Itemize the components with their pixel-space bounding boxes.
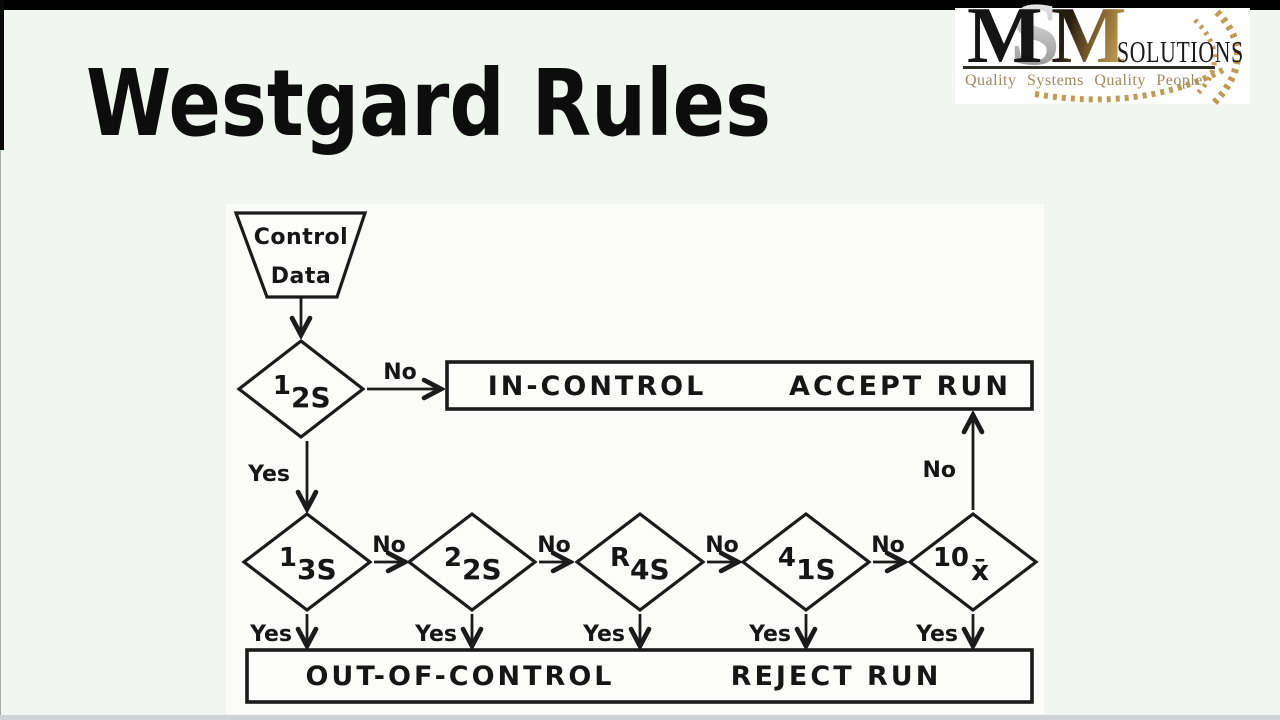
- label-yes-r4s: Yes: [582, 622, 625, 647]
- decision-13s-lead: 1: [279, 543, 297, 573]
- decision-12s-sub: 2S: [291, 381, 331, 414]
- decision-12s-shape: [236, 338, 366, 440]
- start-label-line2: Data: [271, 264, 331, 289]
- logo-solutions-wordmark: SOLUTIONS: [1117, 34, 1244, 69]
- start-label-line1: Control: [254, 225, 348, 250]
- decision-22s-sub: 2S: [462, 553, 502, 586]
- decision-12s-lead: 1: [273, 371, 291, 401]
- logo-letter-m2: M: [1051, 0, 1127, 76]
- laurel-outer-arc: [1210, 9, 1241, 107]
- logo-tagline: Quality Systems Quality People: [965, 72, 1203, 89]
- label-no-r4s: No: [705, 533, 739, 558]
- left-letterbox-strip: [0, 0, 4, 150]
- logo-letter-m1: M: [967, 0, 1043, 80]
- label-no-13s: No: [372, 533, 406, 558]
- decision-10x-lead: 10: [933, 543, 969, 573]
- laurel-icon: [1034, 9, 1241, 107]
- msm-solutions-logo: M S M SOLUTIONS Quality Systems Quality …: [955, 0, 1250, 107]
- label-yes-10x: Yes: [915, 622, 958, 647]
- start-trapezoid: [233, 211, 368, 299]
- top-letterbox-bar: [0, 0, 1280, 10]
- left-edge-line: [0, 0, 1, 720]
- decision-22s-shape: [406, 511, 538, 613]
- label-yes-22s: Yes: [414, 622, 457, 647]
- decision-41s-shape: [740, 511, 872, 613]
- bottom-edge-bar: [0, 715, 1280, 720]
- decision-22s-lead: 2: [444, 543, 462, 573]
- label-no-41s: No: [871, 533, 905, 558]
- reject-box: [245, 648, 1034, 704]
- decision-r4s-lead: R: [610, 543, 630, 573]
- decision-10x-shape: [907, 511, 1039, 613]
- accept-action-label: ACCEPT RUN: [789, 371, 1011, 402]
- decision-r4s-sub: 4S: [630, 553, 670, 586]
- page-title: Westgard Rules: [86, 50, 772, 157]
- label-no-10x: No: [922, 458, 956, 483]
- decision-r4s-shape: [574, 511, 706, 613]
- accept-box: [445, 360, 1034, 411]
- decision-41s-lead: 4: [778, 543, 796, 573]
- label-no-12s: No: [383, 360, 417, 385]
- decision-13s-sub: 3S: [297, 553, 337, 586]
- label-yes-12s: Yes: [247, 462, 290, 487]
- decision-10x-sub: x̄: [971, 554, 989, 587]
- label-yes-13s: Yes: [249, 622, 292, 647]
- decision-13s-shape: [241, 511, 373, 613]
- accept-status-label: IN-CONTROL: [488, 371, 707, 402]
- label-yes-41s: Yes: [748, 622, 791, 647]
- laurel-inner-arc: [1193, 18, 1217, 96]
- reject-action-label: REJECT RUN: [731, 661, 942, 692]
- decision-41s-sub: 1S: [796, 553, 836, 586]
- reject-status-label: OUT-OF-CONTROL: [305, 661, 614, 692]
- laurel-swoosh: [1034, 67, 1225, 103]
- label-no-22s: No: [537, 533, 571, 558]
- logo-divider: [963, 66, 1215, 69]
